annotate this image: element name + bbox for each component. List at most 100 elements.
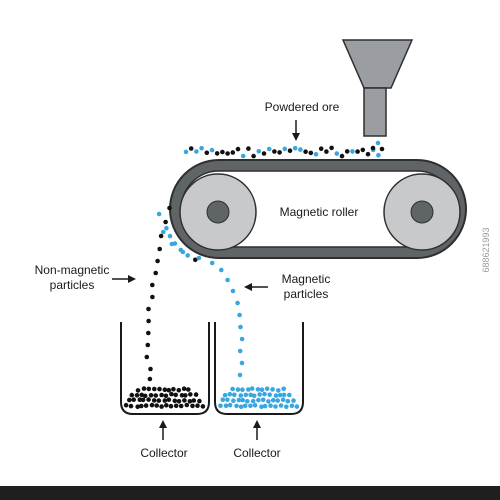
magnetic-particle — [260, 397, 266, 403]
magnetic-particle — [248, 403, 253, 409]
magnetic-particle — [251, 393, 257, 399]
non-magnetic-particle — [159, 404, 164, 409]
magnetic-label-line1: Magnetic — [282, 272, 331, 286]
magnetic-particle — [294, 404, 300, 409]
left-collector-label: Collector — [140, 446, 187, 460]
non-magnetic-particle — [191, 398, 197, 403]
non-magnetic-particle — [146, 386, 152, 392]
magnetic-particle — [239, 360, 245, 366]
magnetic-particle — [248, 392, 253, 398]
non-magnetic-particle — [135, 404, 140, 410]
non-magnetic-particle — [145, 342, 151, 348]
magnetic-particle — [270, 397, 276, 403]
magnetic-particle-pile — [218, 386, 300, 410]
ore-particle — [282, 146, 288, 152]
non-magnetic-particle — [173, 392, 178, 398]
magnetic-particle — [161, 229, 166, 235]
magnetic-particle — [242, 403, 248, 409]
magnetic-particle — [262, 403, 268, 409]
non-magnetic-particle — [176, 388, 182, 393]
magnetic-particle — [264, 386, 270, 392]
ore-particle — [194, 149, 199, 154]
non-magnetic-particle — [153, 270, 158, 276]
magnetic-particle — [209, 260, 215, 266]
non-magnetic-particle — [157, 246, 162, 252]
ore-particle — [339, 153, 345, 159]
magnetic-particle — [246, 387, 251, 392]
ore-particles-on-belt — [164, 140, 385, 263]
magnetic-particle — [220, 397, 226, 403]
magnetic-particle — [239, 336, 245, 342]
magnetic-particle — [268, 403, 273, 409]
magnetic-particle — [289, 403, 295, 409]
ore-particle — [225, 151, 230, 156]
magnetic-particle — [237, 372, 243, 378]
non-magnetic-particle — [139, 403, 144, 409]
ore-particle — [230, 150, 236, 155]
magnetic-particle — [156, 211, 162, 217]
magnetic-particle — [245, 399, 250, 404]
ore-particle — [251, 153, 256, 159]
magnetic-particle — [225, 277, 230, 283]
ore-particle — [344, 149, 350, 154]
magnetic-particle — [249, 386, 255, 391]
magnetic-particle — [237, 312, 242, 318]
magnetic-particle — [235, 300, 240, 306]
arrow-powdered-ore — [292, 120, 300, 141]
ore-particle — [183, 149, 189, 155]
ore-particle — [167, 233, 173, 239]
non-magnetic-particle — [139, 392, 144, 398]
magnetic-roller-label: Magnetic roller — [280, 205, 359, 219]
right-collector — [214, 322, 304, 415]
non-magnetic-particle — [190, 403, 195, 409]
magnetic-particle — [232, 392, 237, 398]
ore-particle — [209, 147, 215, 153]
magnetic-particle — [222, 392, 228, 398]
ore-particle — [350, 149, 355, 154]
magnetic-particle — [250, 398, 256, 404]
magnetic-particle — [291, 398, 296, 403]
ore-particle — [164, 225, 169, 231]
magnetic-particle — [238, 404, 244, 410]
non-magnetic-particle — [155, 258, 160, 264]
magnetic-particle — [262, 391, 267, 397]
ore-particle — [360, 147, 366, 153]
non-magnetic-particle — [168, 403, 174, 409]
non-magnetic-particle — [200, 404, 206, 409]
magnetic-particle — [287, 392, 292, 398]
magnetic-particle — [238, 393, 244, 398]
magnetic-particle — [273, 404, 278, 409]
ore-particle — [266, 146, 272, 152]
magnetic-particle — [230, 386, 235, 392]
non-magnetic-particle — [159, 392, 164, 398]
non-magnetic-particle — [128, 403, 134, 409]
non-magnetic-particle-pile — [123, 386, 206, 410]
non-magnetic-particle — [162, 398, 168, 403]
non-magnetic-particle — [154, 403, 159, 408]
ore-particle — [313, 152, 319, 157]
ore-particle — [355, 149, 360, 154]
right-roller — [383, 173, 461, 251]
non-magnetic-particle — [176, 399, 182, 404]
non-magnetic-particle — [186, 387, 191, 392]
non-magnetic-particle — [146, 330, 151, 336]
magnetic-particle — [252, 403, 258, 408]
non-magnetic-particle — [144, 354, 150, 360]
non-magnetic-particle — [146, 318, 151, 324]
magnetic-particle — [223, 403, 229, 409]
non-magnetic-particle — [173, 403, 179, 409]
magnetic-particle — [234, 403, 239, 409]
magnetic-particle — [285, 398, 291, 404]
ore-particle — [220, 149, 225, 155]
magnetic-particle — [235, 387, 241, 392]
non-magnetic-particle — [142, 393, 148, 399]
non-magnetic-particle — [178, 403, 184, 409]
magnetic-particle — [275, 398, 281, 403]
magnetic-particle — [259, 387, 265, 393]
ore-particle — [334, 151, 340, 156]
ore-particle — [292, 145, 298, 151]
non-magnetic-particle — [140, 397, 146, 403]
left-collector — [120, 322, 210, 415]
magnetic-particle — [238, 324, 243, 330]
